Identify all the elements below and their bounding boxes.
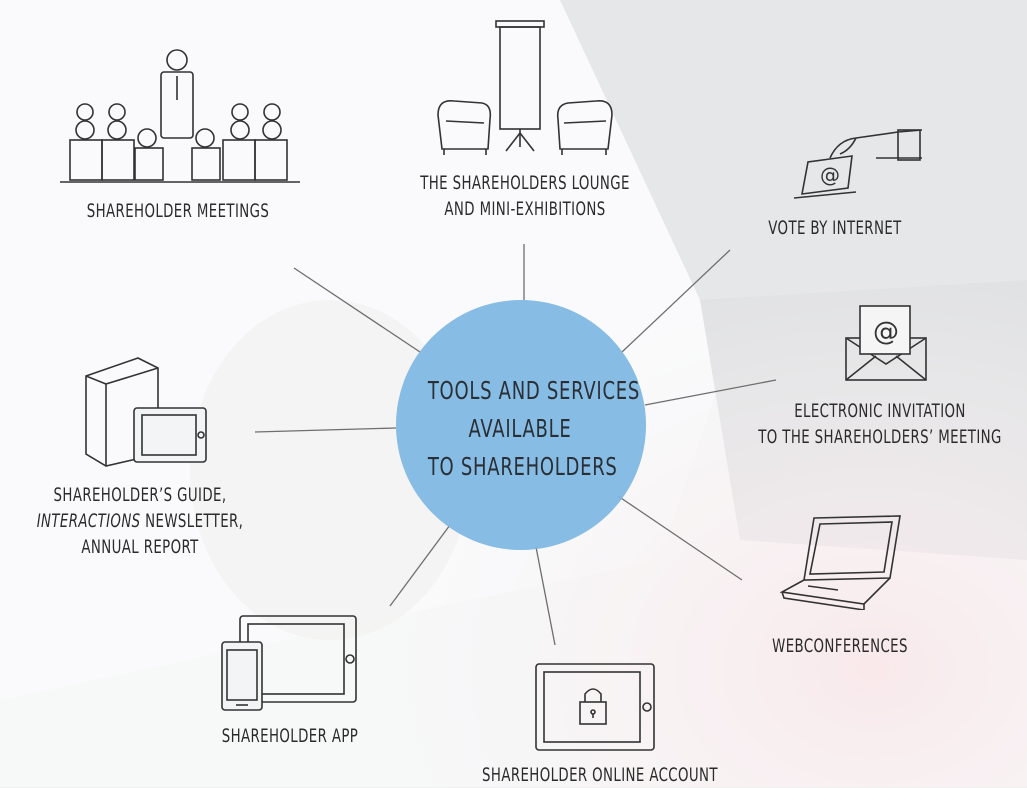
invitation-line2: TO THE SHAREHOLDERS’ MEETING xyxy=(758,426,1002,448)
guide-line1: SHAREHOLDER’S GUIDE, xyxy=(53,484,227,506)
book-tablet-icon xyxy=(85,357,207,467)
center-line1: TOOLS AND SERVICES xyxy=(427,376,640,405)
lounge-easel-icon xyxy=(437,20,613,155)
lounge-line1: THE SHAREHOLDERS LOUNGE xyxy=(420,172,630,194)
svg-text:@: @ xyxy=(873,317,899,347)
label-shareholders-lounge: THE SHAREHOLDERS LOUNGE AND MINI-EXHIBIT… xyxy=(412,170,638,222)
tablet-lock-icon xyxy=(535,663,655,751)
center-line2: AVAILABLE xyxy=(468,414,572,443)
label-vote-by-internet: VOTE BY INTERNET xyxy=(768,217,902,239)
ballot-hand-icon: @ xyxy=(793,129,923,199)
label-webconferences: WEBCONFERENCES xyxy=(772,635,908,657)
audience-icon xyxy=(60,49,300,183)
center-title: TOOLS AND SERVICES AVAILABLE TO SHAREHOL… xyxy=(427,372,640,486)
laptop-icon xyxy=(779,515,901,610)
label-electronic-invitation: ELECTRONIC INVITATION TO THE SHAREHOLDER… xyxy=(755,398,1005,450)
invitation-line1: ELECTRONIC INVITATION xyxy=(794,400,966,422)
center-line3: TO SHAREHOLDERS xyxy=(427,452,618,481)
label-shareholder-app: SHAREHOLDER APP xyxy=(221,725,359,747)
svg-text:@: @ xyxy=(820,163,840,187)
guide-line2-rest: NEWSLETTER, xyxy=(140,510,244,532)
label-shareholder-online-account: SHAREHOLDER ONLINE ACCOUNT xyxy=(482,764,718,786)
connector-lines xyxy=(254,244,777,646)
center-circle xyxy=(396,300,646,550)
label-shareholder-guide: SHAREHOLDER’S GUIDE, INTERACTIONS NEWSLE… xyxy=(31,482,249,560)
guide-line2-italic: INTERACTIONS xyxy=(36,510,141,532)
guide-line3: ANNUAL REPORT xyxy=(81,536,199,558)
lounge-line2: AND MINI-EXHIBITIONS xyxy=(444,198,606,220)
devices-icon xyxy=(221,615,357,711)
guide-line2: INTERACTIONS NEWSLETTER, xyxy=(31,508,249,534)
label-shareholder-meetings: SHAREHOLDER MEETINGS xyxy=(86,200,270,222)
email-envelope-icon: @ xyxy=(845,305,927,381)
